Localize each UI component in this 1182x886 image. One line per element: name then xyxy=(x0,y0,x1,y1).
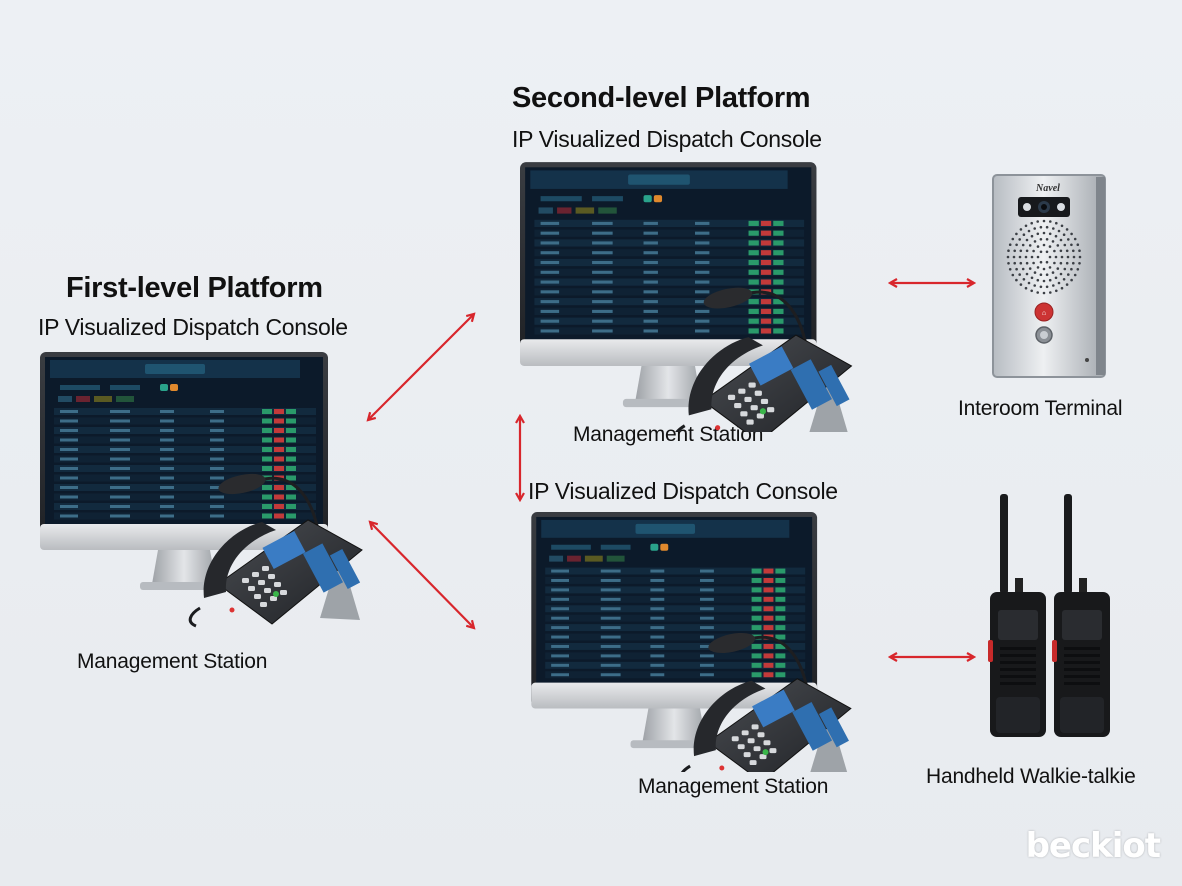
monitor xyxy=(531,512,818,749)
speaker-grille-icon xyxy=(1006,219,1082,295)
svg-text:⌂: ⌂ xyxy=(1042,310,1046,317)
first-level-subtitle: IP Visualized Dispatch Console xyxy=(38,314,348,340)
walkie-label: Handheld Walkie-talkie xyxy=(926,765,1136,788)
arrow-first-to-second xyxy=(368,314,474,420)
first-level-station-label: Management Station xyxy=(77,650,268,673)
watermark-logo: beckiot xyxy=(1025,826,1161,866)
walkie-talkie-left xyxy=(988,494,1046,737)
gooseneck-mic xyxy=(218,473,320,531)
arrow-first-to-third xyxy=(370,522,474,628)
third-station-label: Management Station xyxy=(638,775,829,798)
third-station xyxy=(531,512,852,772)
third-console-subtitle: IP Visualized Dispatch Console xyxy=(528,478,838,504)
second-level-station xyxy=(520,162,853,432)
first-level-title: First-level Platform xyxy=(66,272,323,304)
intercom-terminal: Navel ⌂ xyxy=(992,174,1106,378)
first-level-station xyxy=(40,352,363,628)
second-level-subtitle: IP Visualized Dispatch Console xyxy=(512,126,822,152)
ip-desk-phone xyxy=(680,678,852,772)
walkie-talkies xyxy=(988,494,1110,737)
ip-desk-phone xyxy=(675,334,853,432)
intercom-label: Interoom Terminal xyxy=(958,397,1123,420)
second-level-title: Second-level Platform xyxy=(512,82,811,114)
dispatch-screen xyxy=(530,170,805,335)
gooseneck-mic xyxy=(708,632,809,689)
gooseneck-mic xyxy=(703,287,808,346)
ip-desk-phone xyxy=(188,519,363,628)
dispatch-screen xyxy=(541,519,806,679)
monitor xyxy=(520,162,817,408)
dispatch-screen xyxy=(50,360,316,520)
walkie-talkie-right xyxy=(1052,494,1110,737)
intercom-brand: Navel xyxy=(1035,183,1060,194)
